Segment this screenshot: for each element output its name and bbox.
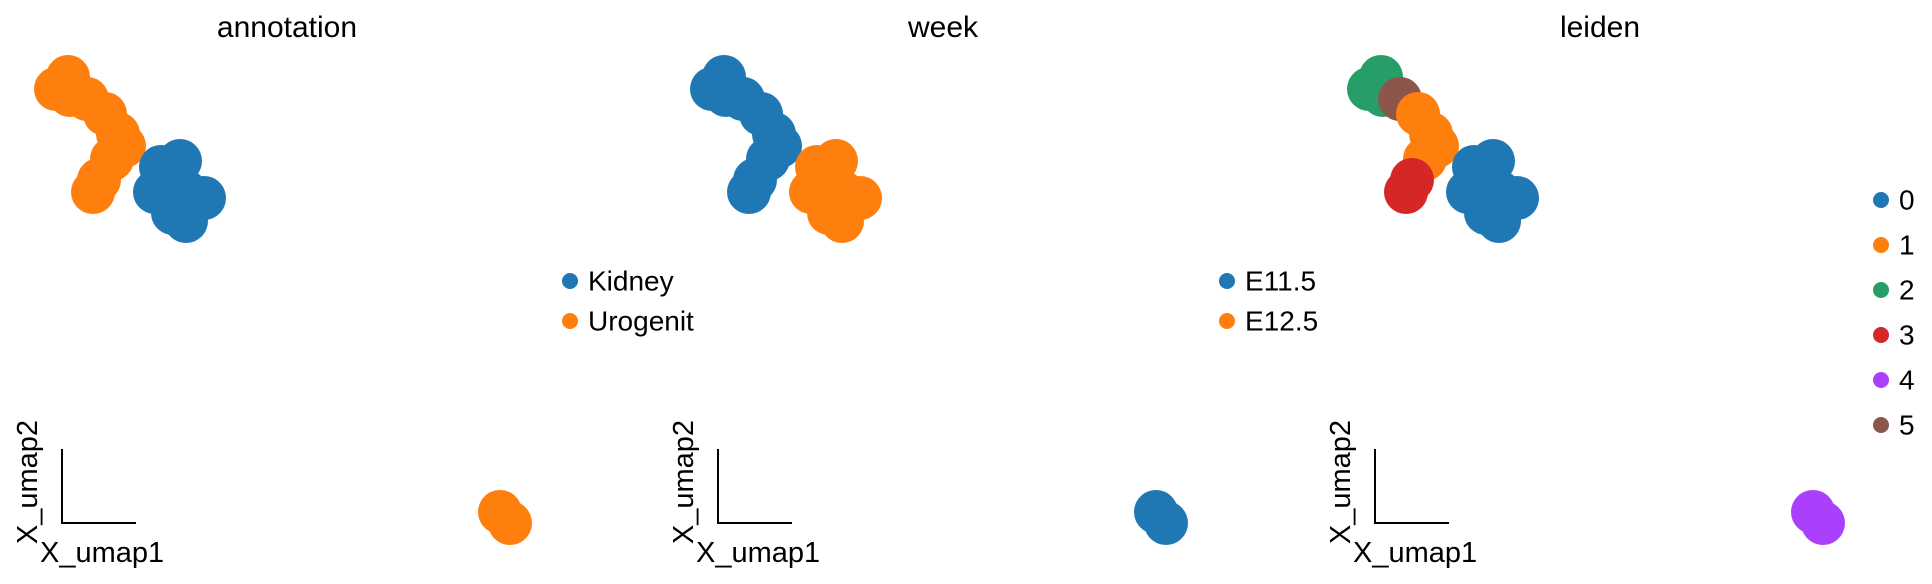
x-axis-label: X_umap1 <box>1353 537 1477 569</box>
legend-label: 4 <box>1899 365 1915 396</box>
point-E11.5 <box>1144 501 1188 545</box>
x-axis-label: X_umap1 <box>40 537 164 569</box>
legend-marker <box>1873 417 1889 433</box>
x-axis-label: X_umap1 <box>696 537 820 569</box>
legend-marker <box>562 313 578 329</box>
y-axis-label: X_umap2 <box>668 420 700 544</box>
point-Urogenit <box>488 501 532 545</box>
legend-marker <box>1873 192 1889 208</box>
y-axis-label: X_umap2 <box>1325 420 1357 544</box>
legend-label: 5 <box>1899 410 1915 441</box>
scatter-points <box>34 55 532 545</box>
legend-label: 1 <box>1899 230 1915 261</box>
panel-title: week <box>907 11 979 44</box>
panel-title: annotation <box>217 11 357 44</box>
legend-marker <box>1873 372 1889 388</box>
legend-label: Kidney <box>588 266 674 297</box>
legend-label: E11.5 <box>1245 266 1316 297</box>
legend-label: 3 <box>1899 320 1915 351</box>
legend-label: 2 <box>1899 275 1915 306</box>
legend-label: 0 <box>1899 185 1915 216</box>
y-axis-label: X_umap2 <box>12 420 44 544</box>
point-Kidney <box>164 199 208 243</box>
point-3 <box>1384 170 1428 214</box>
legend-marker <box>1873 237 1889 253</box>
point-0 <box>1477 199 1521 243</box>
legend-label: Urogenit <box>588 306 694 337</box>
legend-marker <box>1219 313 1235 329</box>
panel-title: leiden <box>1560 11 1640 44</box>
legend-marker <box>1873 327 1889 343</box>
legend-marker <box>1219 273 1235 289</box>
scatter-points <box>690 55 1188 545</box>
legend: 0 1 2 3 4 5 <box>1873 185 1915 441</box>
point-4 <box>1801 501 1845 545</box>
point-E12.5 <box>820 199 864 243</box>
scatter-points <box>1347 55 1845 545</box>
legend-marker <box>562 273 578 289</box>
point-E11.5 <box>727 170 771 214</box>
legend-marker <box>1873 282 1889 298</box>
point-Urogenit <box>71 170 115 214</box>
legend-label: E12.5 <box>1245 306 1318 337</box>
